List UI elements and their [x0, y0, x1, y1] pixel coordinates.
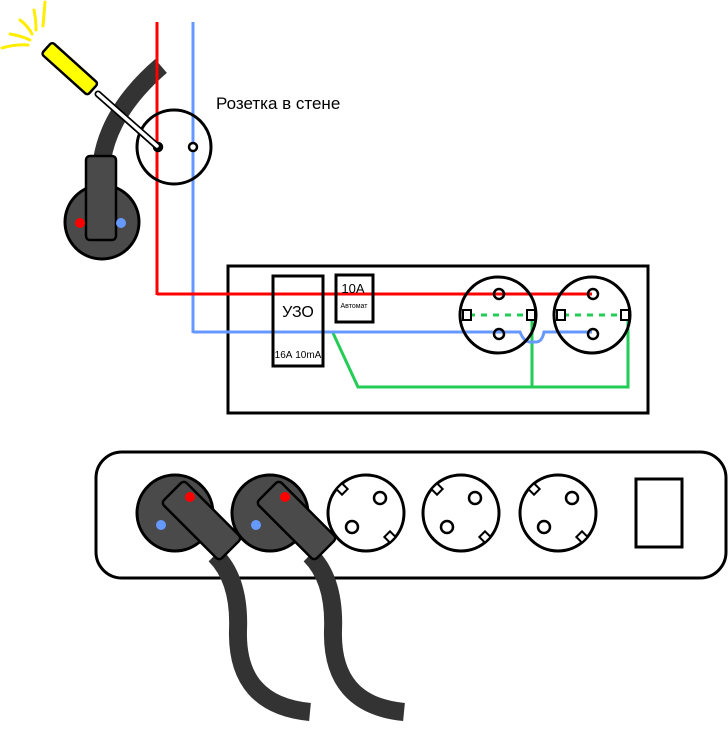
phase-pin — [75, 218, 85, 228]
test-plug — [63, 154, 141, 261]
wall-socket-label: Розетка в стене — [216, 94, 340, 113]
ground-wiring — [331, 313, 630, 389]
distribution-panel — [226, 264, 650, 415]
neutral-wire-horizontal — [193, 330, 592, 344]
neutral-pin — [156, 520, 166, 530]
strip-plug-1-cable — [208, 548, 312, 721]
phase-pin — [185, 492, 195, 502]
strip-plug-2-cable — [303, 548, 406, 721]
phase-pin — [280, 492, 290, 502]
strip-socket-5 — [518, 473, 598, 553]
rcd-name: УЗО — [282, 304, 314, 321]
rcd-rating: 16А 10mA — [275, 350, 322, 361]
wall-socket — [135, 108, 213, 186]
neutral-pin — [116, 218, 126, 228]
spark-icon — [0, 0, 47, 50]
strip-plug-1 — [135, 473, 242, 561]
strip-socket-3 — [326, 473, 406, 553]
strip-plug-2 — [230, 473, 337, 561]
strip-power-switch[interactable] — [634, 477, 684, 549]
circuit-breaker: 10A Автомат — [334, 273, 375, 324]
rcd-device: УЗО 16А 10mA — [271, 274, 325, 368]
screwdriver-icon — [41, 41, 162, 151]
panel-socket-1 — [458, 275, 538, 355]
breaker-name: Автомат — [340, 303, 368, 310]
neutral-pin — [251, 520, 261, 530]
breaker-rating: 10A — [341, 281, 364, 296]
wall-socket-neutral-hole — [187, 141, 199, 153]
panel-socket-2 — [552, 275, 632, 355]
strip-socket-4 — [421, 473, 501, 553]
